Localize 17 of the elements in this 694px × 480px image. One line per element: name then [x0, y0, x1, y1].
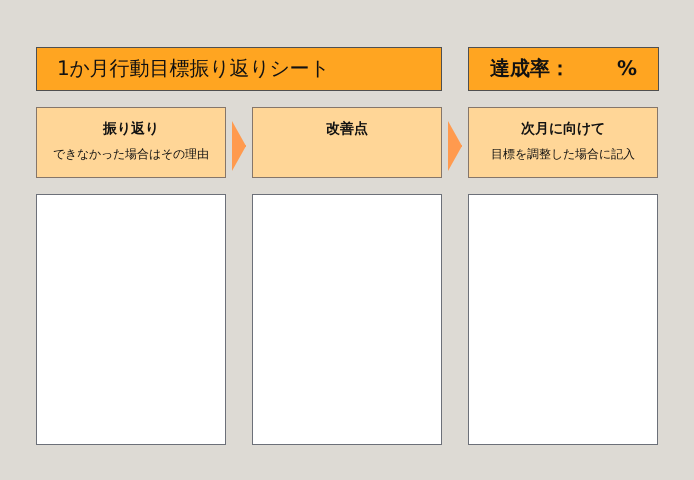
step-header — [252, 107, 442, 178]
step-header — [468, 107, 658, 178]
arrow — [232, 121, 246, 171]
header-title: 改善点 — [326, 121, 368, 137]
header-title: 次月に向けて — [521, 121, 605, 137]
answer-box — [36, 194, 226, 445]
rate-box — [468, 47, 659, 91]
header-title: 振り返り — [103, 121, 159, 137]
answer-box — [252, 194, 442, 445]
percent-sign: % — [617, 56, 638, 80]
answer-box — [468, 194, 658, 445]
rate-label: 達成率： — [490, 56, 570, 80]
step-header — [36, 107, 226, 178]
header-note: できなかった場合はその理由 — [53, 147, 209, 161]
arrow — [448, 121, 462, 171]
title-bar: 1か月行動目標振り返りシート — [36, 47, 442, 91]
header-note: 目標を調整した場合に記入 — [491, 147, 635, 161]
